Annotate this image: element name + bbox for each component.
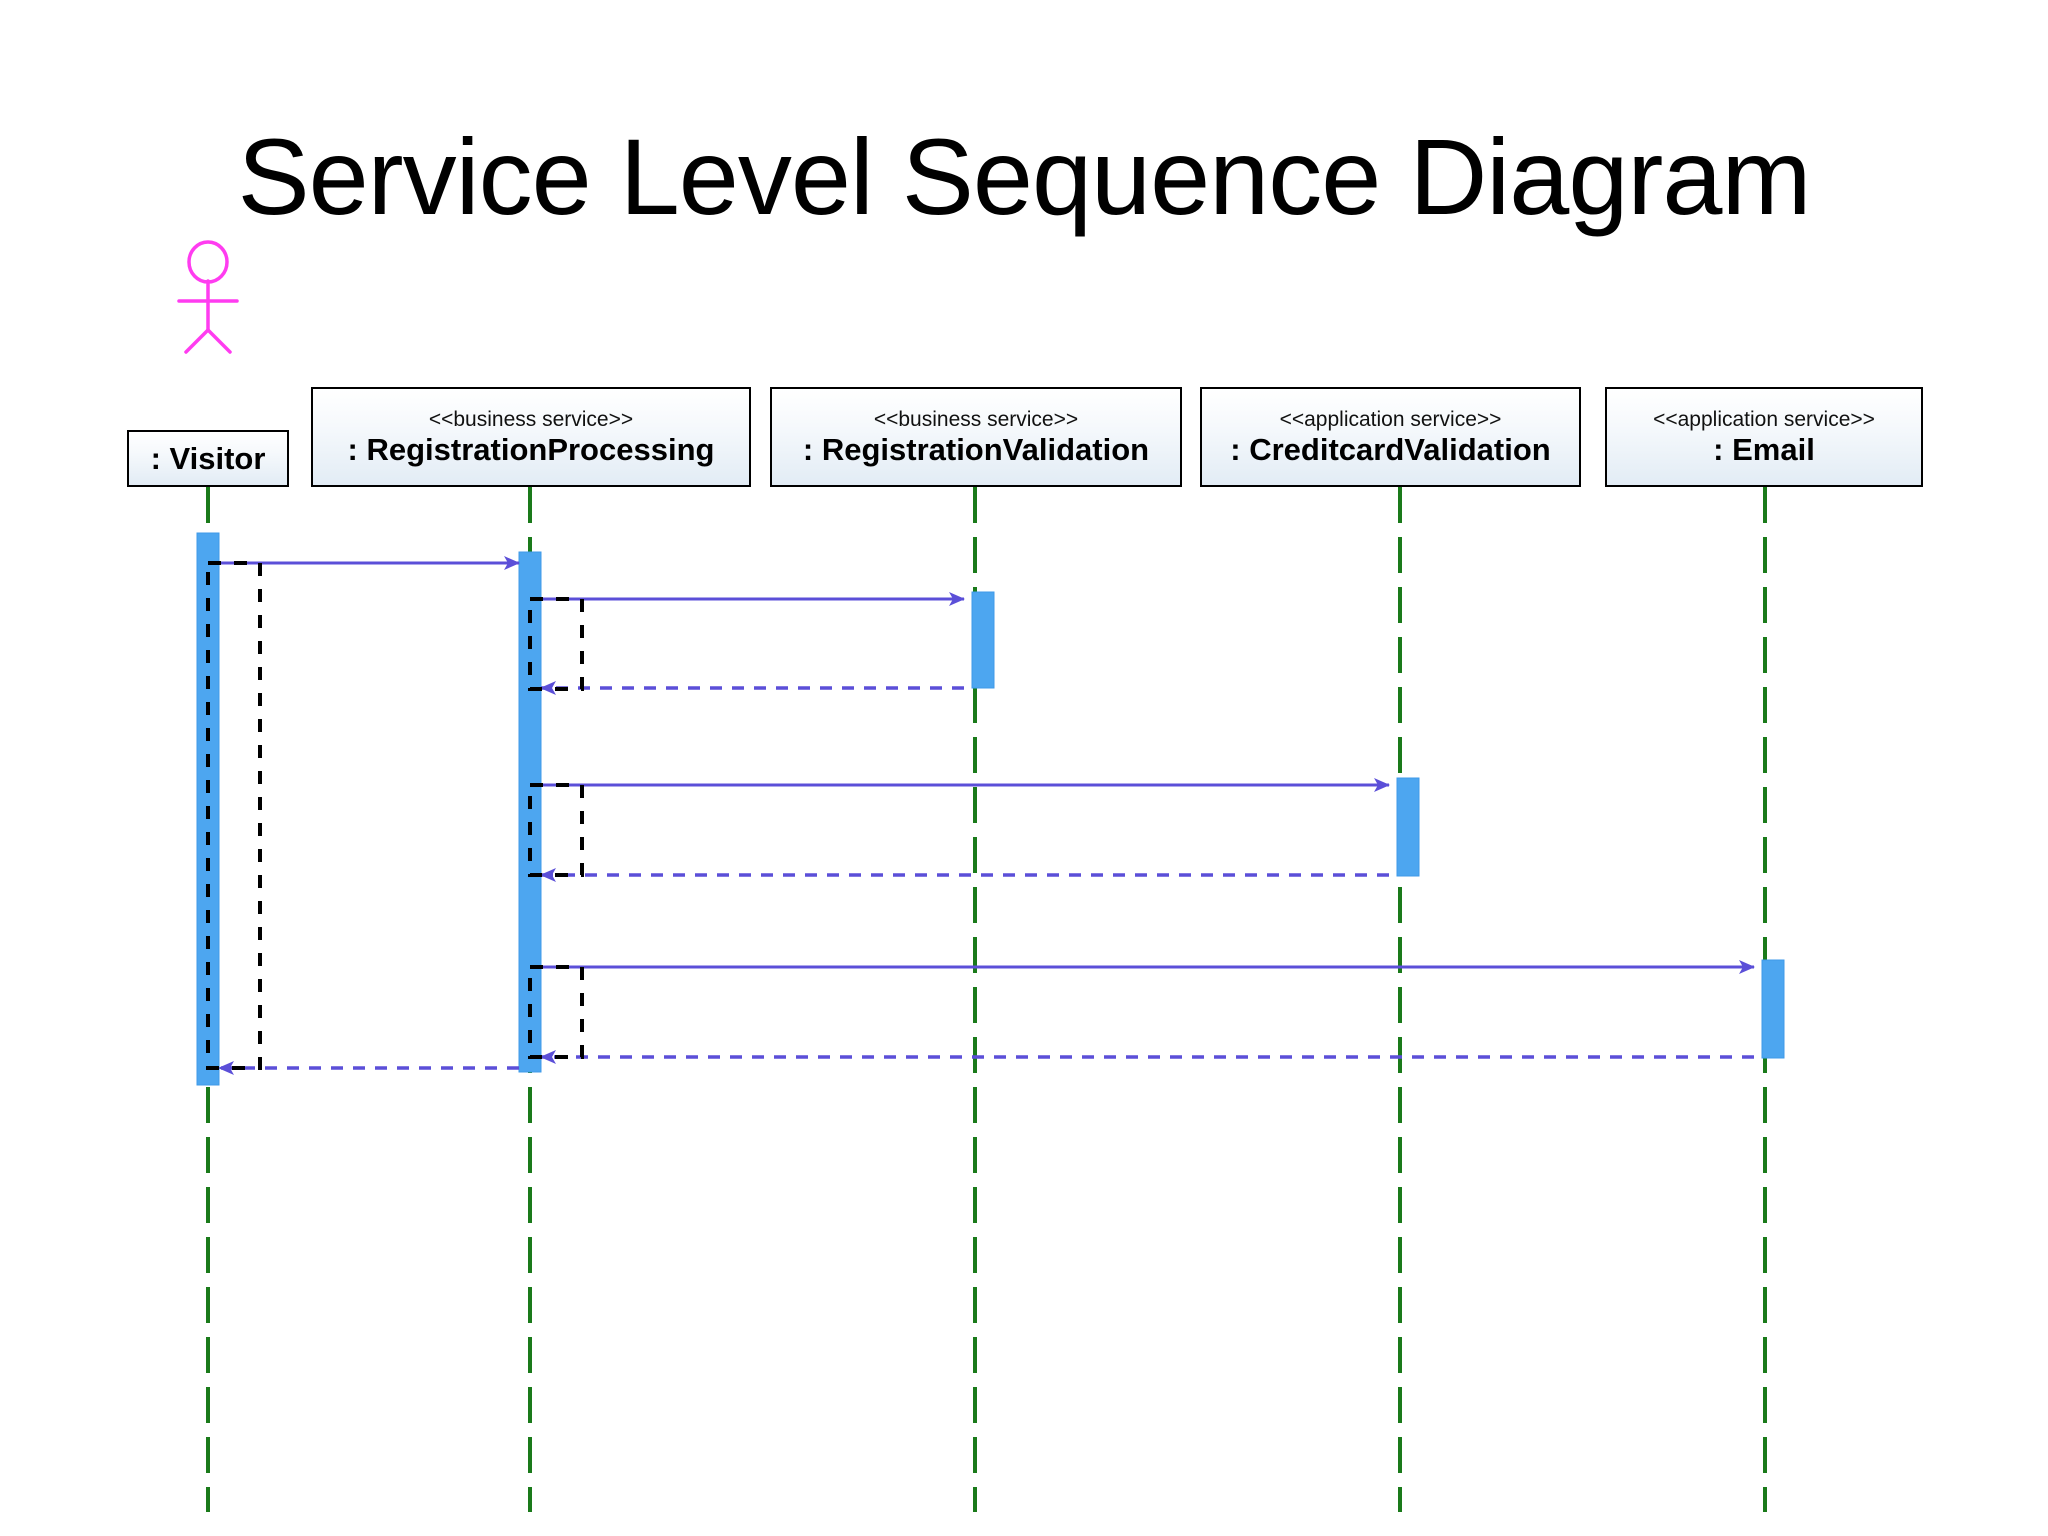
activation-registration-processing [518,551,542,1073]
actor-head [187,240,229,284]
lifeline-header-registration-validation[interactable]: <<business service>>: RegistrationValida… [770,387,1182,487]
lifeline-label-visitor: : Visitor [150,441,266,476]
activation-registration-validation [971,591,995,689]
lifeline-label-registration-processing: : RegistrationProcessing [347,432,715,467]
messages-group [218,556,1755,1075]
activation-email [1761,959,1785,1059]
lifeline-header-registration-processing[interactable]: <<business service>>: RegistrationProces… [311,387,751,487]
actor-stick-figure-icon [177,240,239,354]
lifeline-stereotype-registration-validation: <<business service>> [873,408,1079,431]
activation-bars-group [196,532,1785,1086]
activation-creditcard-validation [1396,777,1420,877]
focus-rect-call-1 [528,597,584,691]
page-title: Service Level Sequence Diagram [237,116,1812,237]
focus-rect-visitor [206,561,262,1070]
lifeline-header-email[interactable]: <<application service>>: Email [1605,387,1923,487]
lifeline-label-registration-validation: : RegistrationValidation [802,432,1150,467]
actor-leg-right [206,328,232,354]
lifeline-header-creditcard-validation[interactable]: <<application service>>: CreditcardValid… [1200,387,1581,487]
lifeline-label-email: : Email [1713,432,1815,467]
focus-rect-call-2 [528,783,584,877]
focus-rects-group [206,561,584,1070]
actor-leg-left [184,328,210,354]
lifeline-stereotype-creditcard-validation: <<application service>> [1279,408,1502,431]
lifeline-header-visitor[interactable]: : Visitor [127,430,289,487]
lifeline-stereotype-registration-processing: <<business service>> [428,408,634,431]
lifeline-stereotype-email: <<application service>> [1653,408,1875,431]
focus-rect-call-3 [528,965,584,1059]
lifeline-label-creditcard-validation: : CreditcardValidation [1230,432,1551,467]
